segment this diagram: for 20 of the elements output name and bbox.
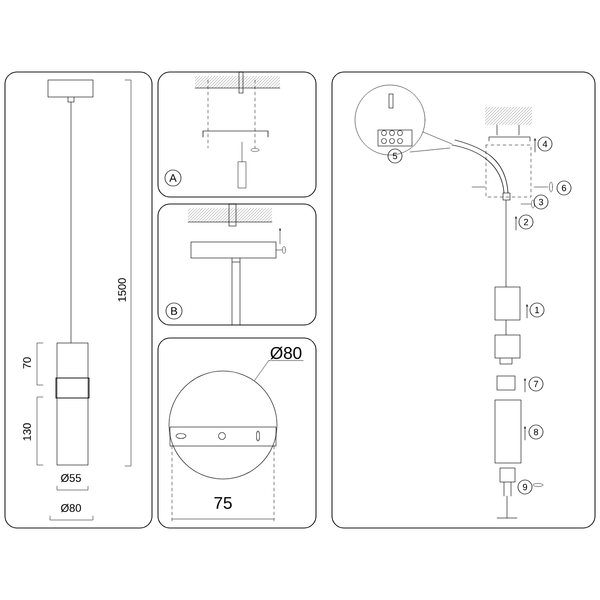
callout-number: 8	[528, 424, 544, 440]
callout-number: A	[164, 170, 182, 186]
dimension-text: 70	[23, 357, 31, 369]
canopy-circle	[168, 370, 278, 480]
callout-number: 3	[534, 194, 548, 210]
callout-number: 2	[518, 214, 534, 230]
callout-number: 7	[528, 376, 544, 392]
dimension-text: 1500	[118, 278, 126, 302]
callout-number: 5	[388, 148, 402, 164]
leader-line	[254, 360, 269, 381]
dimension-text: Ø55	[60, 474, 81, 482]
dimension-text: Ø80	[60, 504, 81, 512]
dimension-text: 75	[214, 497, 232, 509]
dimension-text: 130	[23, 423, 31, 440]
callout-number: 4	[538, 136, 552, 152]
callout-number: 6	[556, 180, 572, 196]
callout-number: 1	[530, 302, 544, 318]
dimension-text: Ø80	[270, 346, 302, 360]
callout-number: B	[166, 302, 182, 320]
callout-number: 9	[518, 480, 532, 494]
